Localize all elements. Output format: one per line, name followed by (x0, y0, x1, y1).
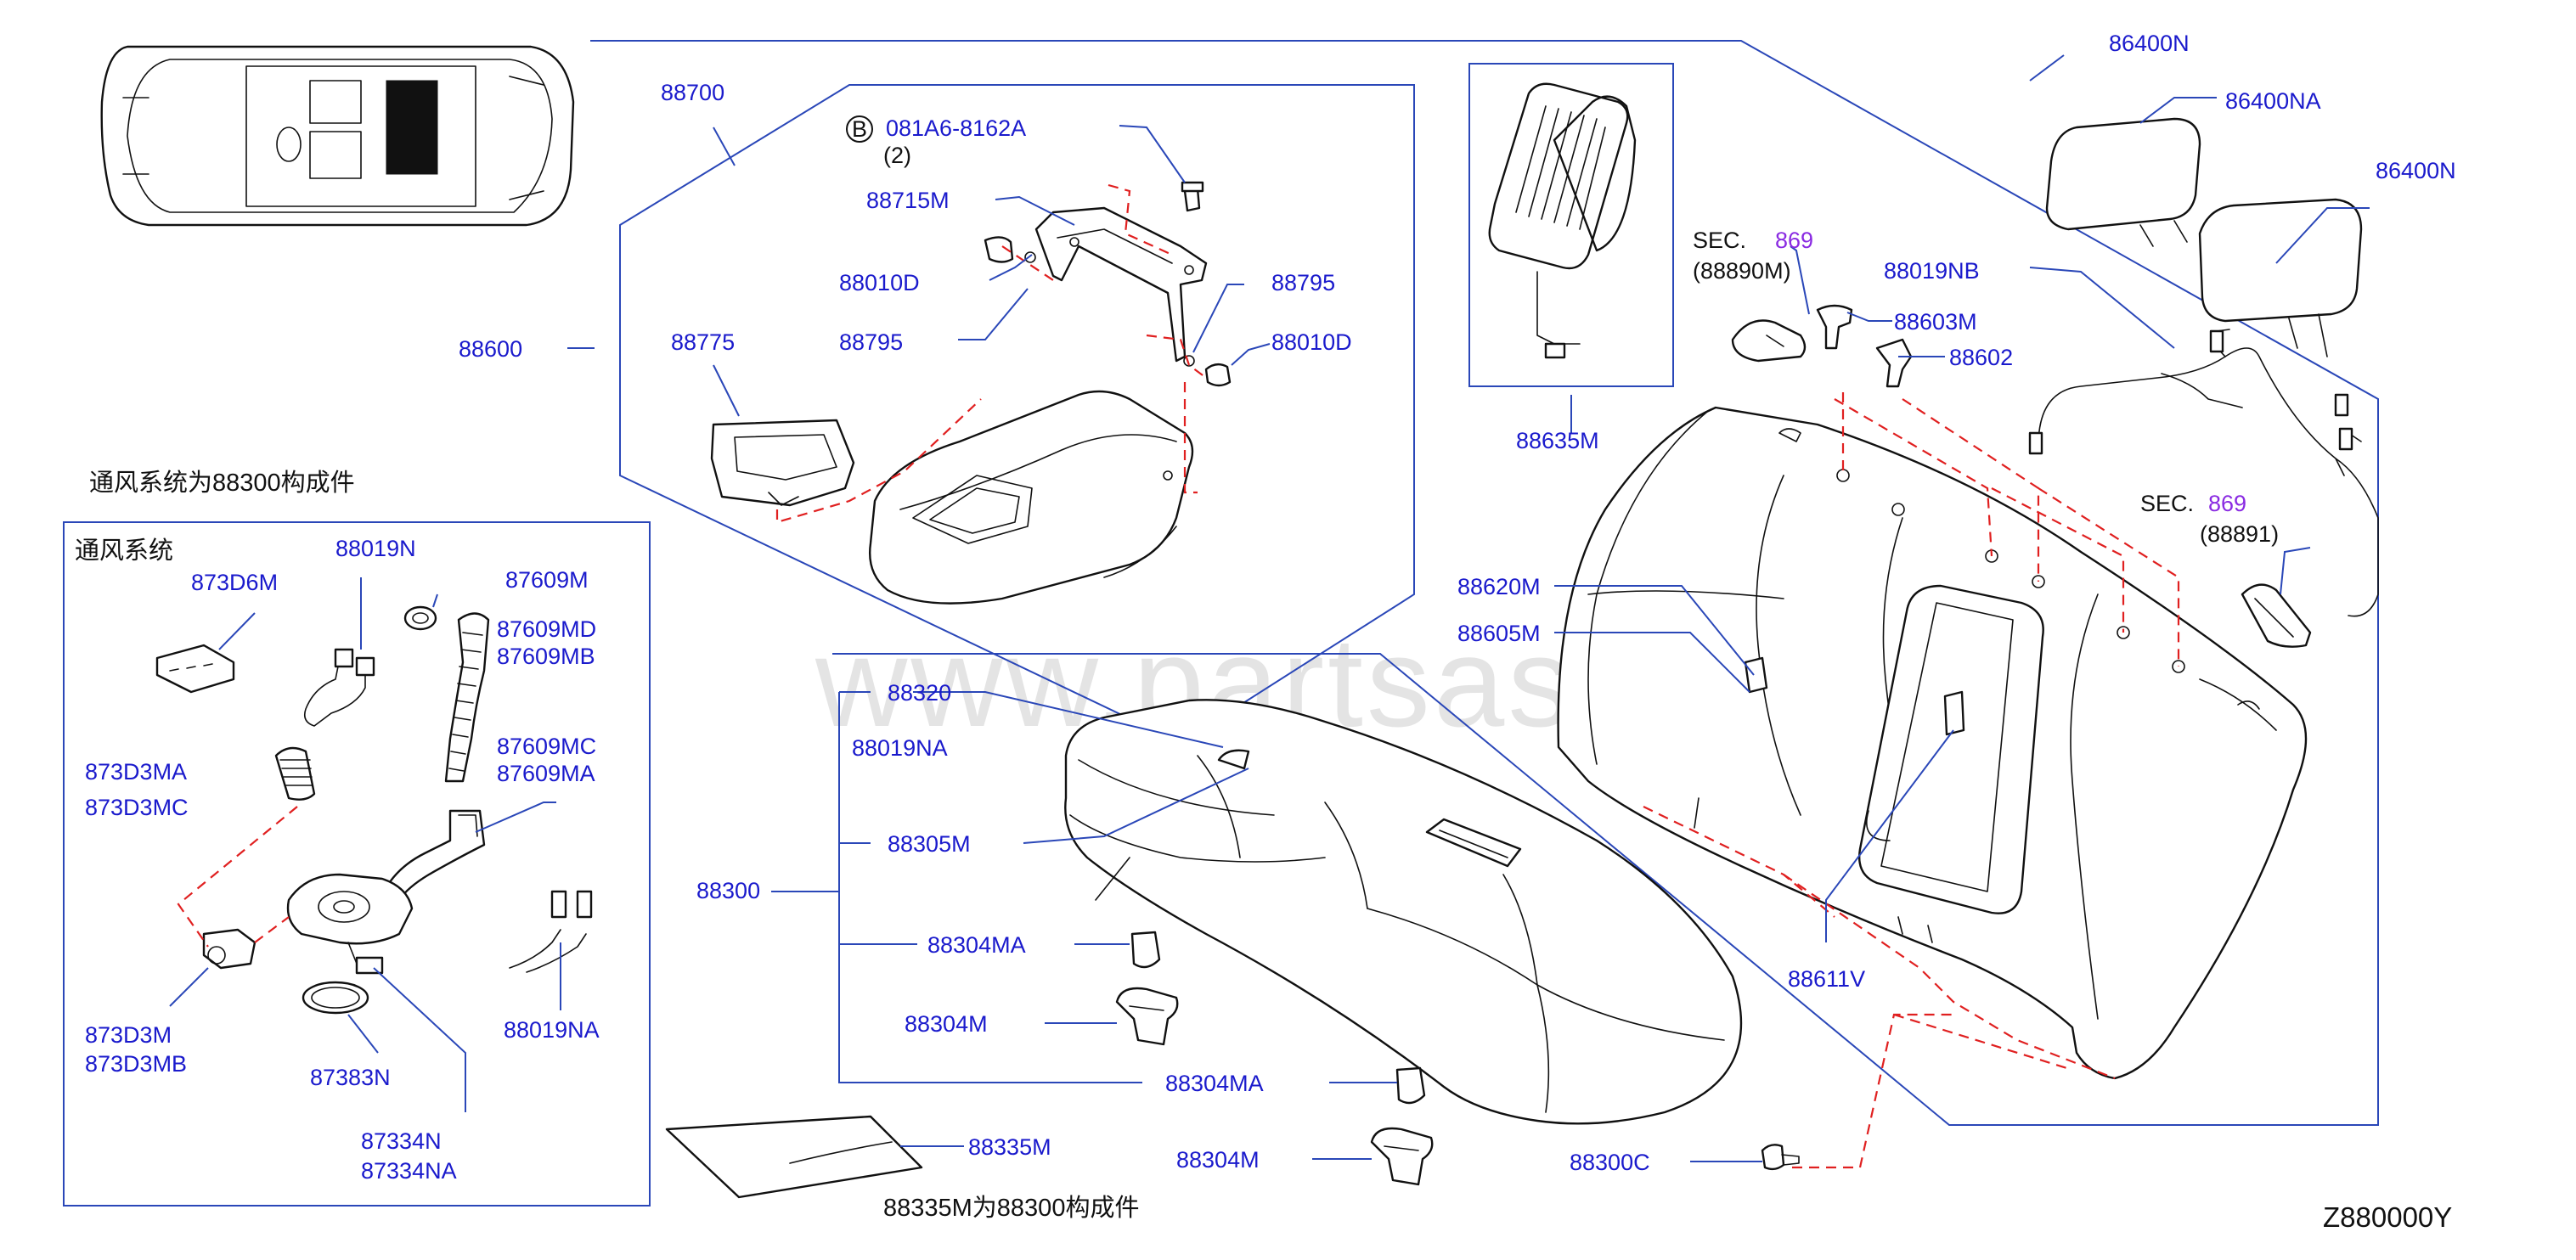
seat-cushion-group (665, 691, 1800, 1199)
label-88600: 88600 (459, 336, 522, 362)
label-88010d-a: 88010D (839, 270, 920, 295)
label-873d6m: 873D6M (191, 570, 278, 595)
label-88304m-a: 88304M (905, 1011, 988, 1037)
label-87609ma: 87609MA (497, 761, 595, 786)
label-sec-b-num: 869 (2208, 491, 2246, 516)
vehicle-outline-icon (100, 45, 575, 227)
label-873d3m: 873D3M (85, 1022, 172, 1048)
armrest-group (567, 40, 2379, 1126)
label-88795-a: 88795 (1271, 270, 1335, 295)
label-88304ma-a: 88304MA (927, 932, 1026, 958)
circle-b-icon (846, 115, 873, 143)
headrest-group (2029, 54, 2370, 357)
label-873d3ma: 873D3MA (85, 759, 187, 785)
label-88010d-b: 88010D (1271, 329, 1352, 355)
label-circle-b: B (852, 116, 867, 142)
label-873d3mc: 873D3MC (85, 795, 189, 820)
label-88304m-b: 88304M (1176, 1147, 1260, 1173)
label-88605m: 88605M (1457, 621, 1541, 646)
label-88320: 88320 (888, 680, 951, 706)
label-88700: 88700 (661, 80, 724, 105)
label-sec-b: SEC. (2140, 491, 2194, 516)
label-88019nb: 88019NB (1884, 258, 1980, 284)
label-88304ma-b: 88304MA (1165, 1071, 1264, 1096)
label-873d3mb: 873D3MB (85, 1051, 187, 1077)
label-88715m: 88715M (866, 188, 950, 213)
label-87609mb: 87609MB (497, 644, 595, 669)
label-88019na: 88019NA (852, 735, 948, 761)
label-87334n: 87334N (361, 1128, 442, 1154)
label-88300: 88300 (696, 878, 760, 903)
label-88795-b: 88795 (839, 329, 903, 355)
label-081a6-8162a: 081A6-8162A (886, 115, 1026, 141)
note-vent-box-title: 通风系统 (75, 537, 173, 565)
label-sec-b-ref: (88891) (2200, 521, 2279, 547)
label-87383n: 87383N (310, 1065, 391, 1090)
label-88335m: 88335M (968, 1134, 1051, 1160)
label-sec-a-ref: (88890M) (1693, 258, 1791, 284)
label-88611v: 88611V (1788, 966, 1865, 992)
label-88019na-vent: 88019NA (504, 1017, 600, 1043)
label-88603m: 88603M (1894, 309, 1977, 335)
label-88602: 88602 (1949, 345, 2013, 370)
label-88635m: 88635M (1516, 428, 1599, 453)
label-88305m: 88305M (888, 831, 971, 857)
label-081a6-qty: (2) (883, 143, 911, 168)
ventilation-group (63, 521, 651, 1207)
label-88019n: 88019N (335, 536, 416, 561)
label-87334na: 87334NA (361, 1158, 457, 1184)
label-sec-a-num: 869 (1775, 228, 1813, 253)
note-vent-components: 通风系统为88300构成件 (89, 469, 355, 497)
heater-pad-group (1468, 63, 1674, 433)
label-87609m: 87609M (505, 567, 589, 593)
label-87609md: 87609MD (497, 616, 596, 642)
note-cover: 88335M为88300构成件 (883, 1194, 1139, 1222)
label-88775: 88775 (671, 329, 735, 355)
label-86400na: 86400NA (2225, 88, 2321, 114)
label-sec-a: SEC. (1693, 228, 1746, 253)
diagram-code: Z880000Y (2323, 1201, 2452, 1233)
label-86400n-b: 86400N (2376, 158, 2456, 183)
label-88620m: 88620M (1457, 574, 1541, 599)
seat-back-group (1554, 245, 2379, 1169)
label-87609mc: 87609MC (497, 734, 596, 759)
label-88300c: 88300C (1570, 1150, 1650, 1175)
label-86400n-a: 86400N (2109, 31, 2190, 56)
